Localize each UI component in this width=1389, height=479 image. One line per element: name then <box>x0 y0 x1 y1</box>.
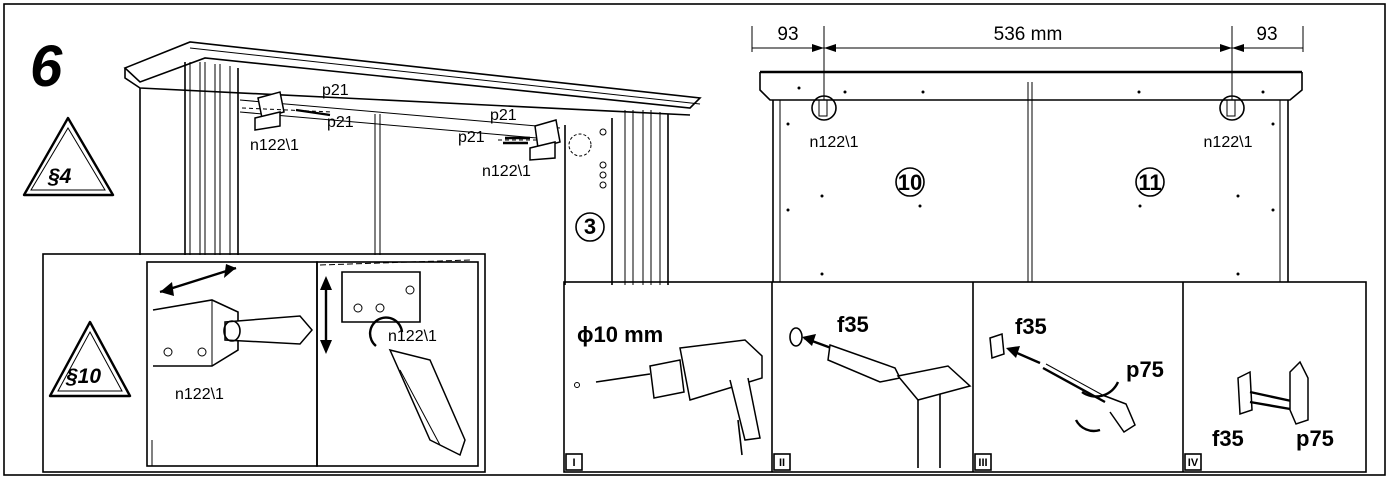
label-p21-a: p21 <box>322 82 349 99</box>
inset-b-drawing <box>319 259 471 457</box>
outer-frame <box>3 3 1386 476</box>
label-p21-c: p21 <box>490 107 517 124</box>
dimension-lines <box>751 26 1304 100</box>
bracket-right <box>498 119 561 161</box>
step-number: 6 <box>30 34 63 99</box>
step-1-roman: I <box>572 457 575 469</box>
label-n122-left: n122\1 <box>250 137 299 154</box>
warning-triangle-icon <box>22 116 115 197</box>
step-2-roman: II <box>779 457 785 469</box>
inset-label-n122-a: n122\1 <box>175 386 224 403</box>
part-10-label: 10 <box>898 170 922 195</box>
warning-triangle-icon <box>48 320 132 398</box>
step-1-drill-icon <box>574 339 763 456</box>
step-4-text-a: f35 <box>1212 426 1244 451</box>
step-4-badge <box>1184 453 1202 471</box>
part-3-label: 3 <box>584 214 596 239</box>
dimension-right: 93 <box>1256 24 1277 45</box>
step-2-text: f35 <box>837 312 869 337</box>
warning-label-inset: §10 <box>65 365 101 388</box>
step-3-roman: III <box>978 457 987 469</box>
step-3-hook-icon <box>989 332 1136 434</box>
step-4-text-b: p75 <box>1296 426 1334 451</box>
inset-label-n122-b: n122\1 <box>388 328 437 345</box>
step-4-hook-icon <box>1237 360 1309 425</box>
step-3-badge <box>974 453 992 471</box>
inset-a-drawing <box>151 264 313 466</box>
steps-box <box>563 281 1367 473</box>
step-3-text-a: f35 <box>1015 314 1047 339</box>
inset-box <box>42 253 486 473</box>
step-1-badge <box>565 453 583 471</box>
dimension-left: 93 <box>777 24 798 45</box>
step-2-badge <box>773 453 791 471</box>
bracket-left <box>241 91 333 131</box>
dimension-middle: 536 mm <box>994 24 1063 45</box>
cabinet-back-panel <box>759 70 1303 282</box>
part-3-marker <box>575 212 605 242</box>
cabinet-top-drawing <box>123 41 702 285</box>
label-n122-right: n122\1 <box>482 163 531 180</box>
label-n122-panel-right: n122\1 <box>1204 134 1253 151</box>
step-4-roman: IV <box>1188 457 1199 469</box>
label-p21-b: p21 <box>327 114 354 131</box>
step-3-text-b: p75 <box>1126 357 1164 382</box>
label-n122-panel-left: n122\1 <box>810 134 859 151</box>
warning-label-main: §4 <box>47 165 72 188</box>
step-2-hammer-icon <box>789 327 972 468</box>
step-1-text: ϕ10 mm <box>577 322 663 347</box>
label-p21-d: p21 <box>458 129 485 146</box>
part-11-label: 11 <box>1138 170 1161 195</box>
